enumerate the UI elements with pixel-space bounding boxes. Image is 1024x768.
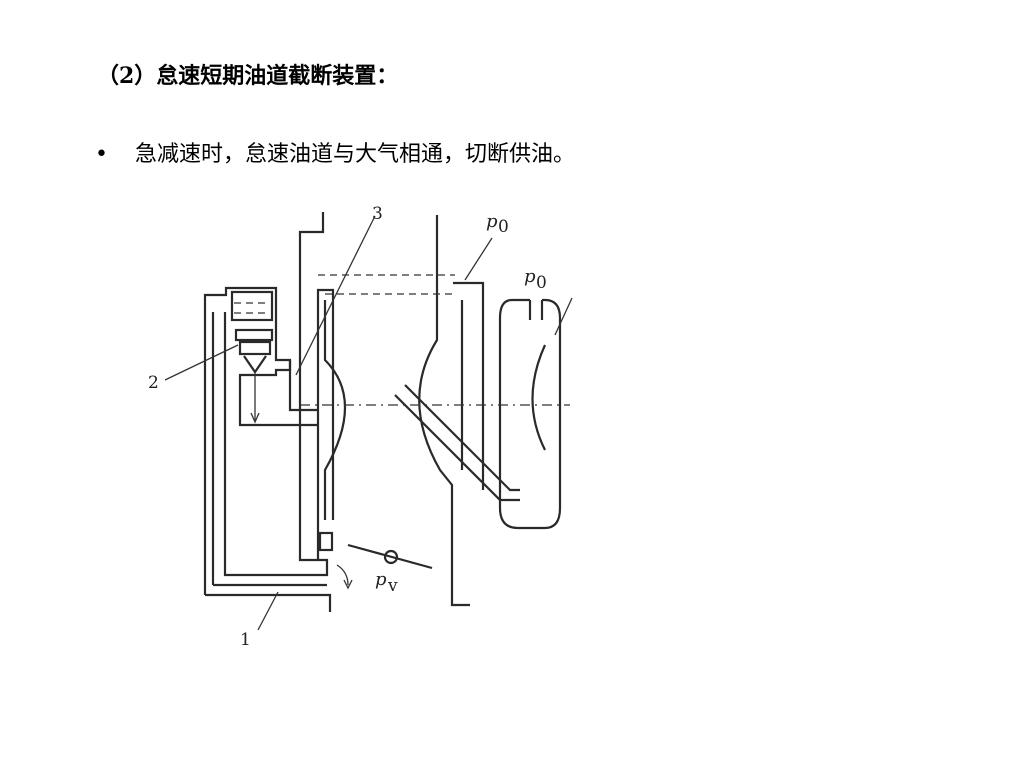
venturi-left [323, 300, 347, 520]
leader-p-top [464, 237, 493, 281]
label-p-right-sub: 0 [536, 273, 547, 293]
label-p-bottom: p [375, 569, 387, 590]
leader-3 [295, 215, 376, 376]
label-p-right: p [524, 266, 536, 287]
leader-p-right [554, 297, 573, 336]
bullet-item: • 急减速时，怠速油道与大气相通，切断供油。 [95, 136, 575, 168]
label-1: 1 [240, 630, 251, 650]
float-chamber [498, 298, 562, 530]
bullet-text: 急减速时，怠速油道与大气相通，切断供油。 [135, 142, 576, 167]
slide-title: （2）怠速短期油道截断装置： [97, 63, 399, 89]
main-passage [394, 281, 520, 502]
bullet-marker: • [95, 142, 108, 167]
leader-1 [257, 591, 279, 631]
throttle-plate [318, 531, 433, 590]
label-p-top: p [486, 211, 498, 232]
label-3: 3 [372, 204, 383, 224]
idle-passage [203, 286, 332, 612]
throat-left-wall [223, 212, 335, 577]
label-p-bottom-sub: v [387, 576, 398, 596]
leader-2 [164, 344, 239, 381]
label-p-top-sub: 0 [498, 217, 509, 237]
idle-fuel-cutoff-diagram: 3 2 1 p 0 p 0 p v [148, 204, 573, 650]
cutoff-valve [230, 290, 274, 424]
label-2: 2 [148, 373, 159, 393]
venturi-right [418, 215, 470, 607]
